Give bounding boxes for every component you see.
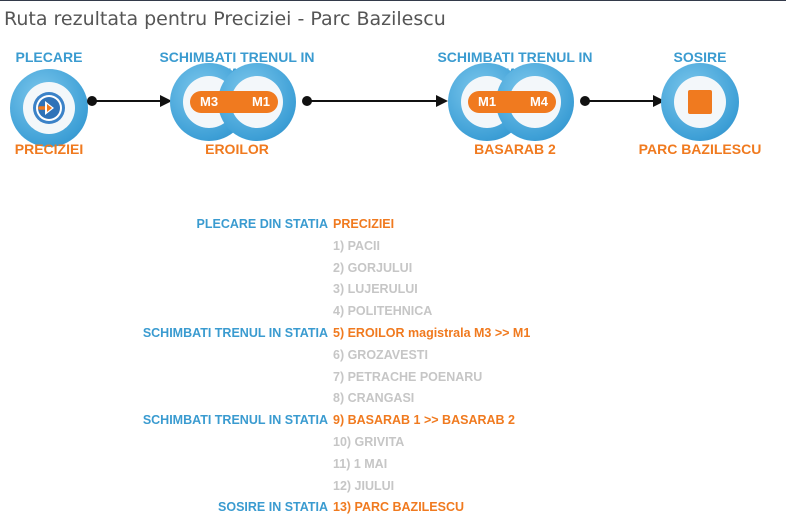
to-line: M1 [251,94,270,109]
step-label-end-top: SOSIRE [673,49,727,65]
station-row-stop[interactable]: 4) POLITEHNICA [333,304,433,319]
start-station-circle[interactable] [10,69,88,147]
station-row-label: SCHIMBATI TRENUL IN STATIA [142,325,328,340]
stop-square-icon [688,90,712,114]
arrow-head-icon [160,95,172,107]
station-row-stop[interactable]: 3) LUJERULUI [333,282,418,297]
station-row-stop[interactable]: 2) GORJULUI [333,260,413,275]
station-row-key-stop[interactable]: 13) PARC BAZILESCU [333,500,465,515]
connector-dot [302,96,312,106]
station-list: PLECARE DIN STATIA PRECIZIEI 1) PACII 2) GO… [0,215,800,520]
step-label-end-bottom: PARC BAZILESCU [638,141,762,157]
arrow-head-icon [436,95,448,107]
to-line: M4 [529,94,548,109]
station-row: 8) CRANGASI [0,389,800,411]
station-row: SCHIMBATI TRENUL IN STATIA 9) BASARAB 1 >… [0,411,800,433]
route-connector-1 [87,95,172,107]
station-row-stop[interactable]: 11) 1 MAI [333,456,388,471]
connector-dot [580,96,590,106]
station-row-label: PLECARE DIN STATIA [196,217,328,231]
title-rule [0,0,786,1]
station-row-stop[interactable]: 8) CRANGASI [333,391,415,406]
line-change-badge: M1 M4 [468,91,556,113]
station-row-label: SOSIRE IN STATIA [218,500,328,515]
step-label-start-top: PLECARE [15,49,83,65]
station-row-stop[interactable]: 1) PACII [333,238,380,253]
station-row: 12) JIULUI [0,477,800,499]
station-row: 10) GRIVITA [0,433,800,455]
station-row: PLECARE DIN STATIA PRECIZIEI [0,215,800,237]
route-connector-3 [580,95,665,107]
station-row: 6) GROZAVESTI [0,346,800,368]
station-row-stop[interactable]: 10) GRIVITA [333,434,405,449]
station-row: 4) POLITEHNICA [0,302,800,324]
station-row: 3) LUJERULUI [0,280,800,302]
station-row-stop[interactable]: 6) GROZAVESTI [333,347,428,362]
end-station-circle[interactable] [661,63,739,141]
station-row-key-stop[interactable]: 5) EROILOR magistrala M3 >> M1 [333,325,531,340]
station-row-stop[interactable]: 7) PETRACHE POENARU [333,369,483,384]
step-label-transfer-1-bottom: EROILOR [205,141,269,157]
route-connector-2 [302,95,448,107]
station-row: SOSIRE IN STATIA 13) PARC BAZILESCU [0,498,800,520]
page-title: Ruta rezultata pentru Preciziei - Parc B… [4,8,446,30]
station-row: 1) PACII [0,237,800,259]
step-label-transfer-2-bottom: BASARAB 2 [474,141,556,157]
station-row-key-stop[interactable]: 9) BASARAB 1 >> BASARAB 2 [333,413,515,428]
station-row-key-stop[interactable]: PRECIZIEI [333,217,395,231]
from-line: M1 [478,94,497,109]
station-row: 11) 1 MAI [0,455,800,477]
from-line: M3 [200,94,219,109]
station-row: 7) PETRACHE POENARU [0,368,800,390]
station-row: 2) GORJULUI [0,259,800,281]
start-arrow-icon [33,92,65,124]
station-row-stop[interactable]: 12) JIULUI [333,478,395,493]
station-row-label: SCHIMBATI TRENUL IN STATIA [142,413,328,428]
step-label-start-bottom: PRECIZIEI [14,141,84,157]
station-row: SCHIMBATI TRENUL IN STATIA 5) EROILOR mag… [0,324,800,346]
connector-dot [87,96,97,106]
line-change-badge: M3 M1 [190,91,278,113]
